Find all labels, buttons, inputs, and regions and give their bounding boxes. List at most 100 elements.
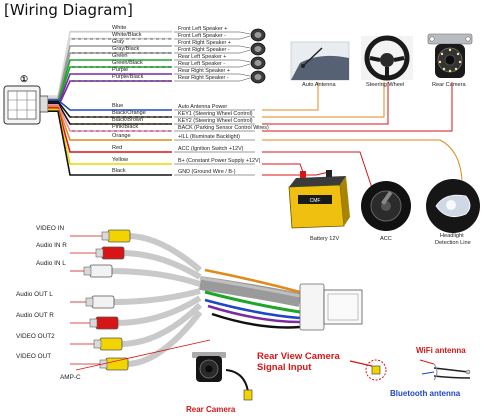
av-plug [70,288,201,309]
route-acc [262,151,373,189]
wire-color-label: Orange [112,133,131,139]
av-connector-label: Audio IN R [36,242,67,249]
av-connector-label: VIDEO OUT2 [16,333,55,340]
wire-color-label: Black [112,168,126,174]
wire-color-label: Gray/Black [112,46,140,52]
wire-function-label: GND (Ground Wire / B-) [178,168,236,175]
speaker-cone [254,60,262,66]
speaker-lead [239,73,251,82]
av-plug [70,229,202,273]
speaker-cone [254,32,262,38]
speaker-icon [239,56,266,70]
av-cable [121,250,202,280]
rear-camera-top-caption: Rear Camera [432,82,466,88]
wire-color-label: Green [112,53,128,59]
antenna-cables [419,359,471,381]
svg-text:CMF: CMF [310,198,321,204]
av-cable [111,288,201,305]
rear-camera-top-image [427,33,473,78]
wire-1 [48,37,240,99]
plug-body [99,337,123,351]
wire-color-label: Green/Black [112,60,143,66]
wire-function-label: Rear Right Speaker + [178,67,230,74]
route-key1 [262,82,385,118]
plug-body [107,229,131,243]
wire-function-label: +ILL (Illuminate Backlight) [178,133,240,140]
auto-antenna-image [290,41,350,81]
plug-tip [101,231,110,241]
wire-color-label: Pink/Black [112,124,139,130]
battery-image: CMF [288,170,350,229]
av-plug [70,302,203,351]
acc-ignition-image [361,181,411,231]
av-plug [70,264,201,287]
steering-wheel-image [361,35,413,81]
wire-line [48,99,172,111]
wire-function-label: BACK (Parking Sensor Control Wires) [178,124,269,131]
page-title: [Wiring Diagram] [4,1,133,19]
wire-function-label: Auto Antenna Power [178,103,228,110]
av-connector-label: Audio OUT L [16,291,53,298]
wire-line [48,107,172,153]
wire-10 [48,102,255,125]
av-plug [70,295,202,330]
plug-body [95,316,119,330]
amp-c-label: AMP-C [60,374,81,381]
wire-color-label: Blue [112,103,124,109]
wire-8 [48,99,255,111]
wire-function-label: Rear Left Speaker - [178,60,226,67]
wire-function-label: Rear Left Speaker + [178,53,227,60]
speaker-lead [239,45,251,54]
av-cable [115,295,202,326]
route-bplus [262,163,304,173]
wire-9 [48,100,255,118]
wire-function-label: ACC (Ignition Switch +12V) [178,145,244,152]
plug-tip [93,339,102,349]
wire-function-label: Rear Right Speaker - [178,74,229,81]
wire-line [48,105,172,141]
route-back [262,82,453,132]
steering-wheel-caption: Steering Wheel [366,82,405,88]
route-gnd [262,171,330,176]
headlight-caption-line2: Detection Line [435,240,471,246]
av-white-connector [299,283,363,331]
wifi-antenna-label: WiFi antenna [416,346,466,355]
wire-color-label: Red [112,145,123,151]
connector-number-label: ① [20,74,29,84]
rear-view-camera-label-line1: Rear View Camera [257,351,340,362]
acc-caption: ACC [380,236,392,242]
plug-tip [89,318,98,328]
rear-camera-bottom-caption: Rear Camera [186,405,236,414]
av-connector-label: VIDEO OUT [16,353,52,360]
wire-function-label: KEY2 (Steering Wheel Control) [178,117,253,124]
wire-line [48,31,172,97]
wire-14 [48,108,255,165]
plug-body [101,246,125,260]
wire-line [48,108,172,165]
wire-12 [48,105,255,141]
av-connector-label: VIDEO IN [36,225,65,232]
rear-view-camera-label-line2: Signal Input [257,362,312,373]
wire-color-label: White [112,25,127,31]
wire-color-label: Purple/Black [112,74,144,80]
wire-function-label: B+ (Constant Power Supply +12V) [178,157,261,164]
wires-layer [48,28,463,189]
av-connector-label: Audio OUT R [16,312,54,319]
plug-body [91,295,115,309]
wire-function-label: Front Left Speaker - [178,32,226,39]
wire-color-label: Black/Brown [112,117,144,123]
speaker-lead [239,31,251,40]
plug-body [105,357,129,371]
wire-0 [48,30,240,97]
av-cable [119,302,203,347]
av-plug [70,246,202,280]
wire-function-label: Front Left Speaker + [178,25,228,32]
auto-antenna-caption: Auto Antenna [302,82,336,88]
av-cable [109,268,201,287]
speaker-lead [239,59,251,68]
wire-color-label: White/Black [112,32,142,38]
wire-color-label: Black/Orange [112,110,146,116]
wire-color-label: Purple [112,67,129,73]
